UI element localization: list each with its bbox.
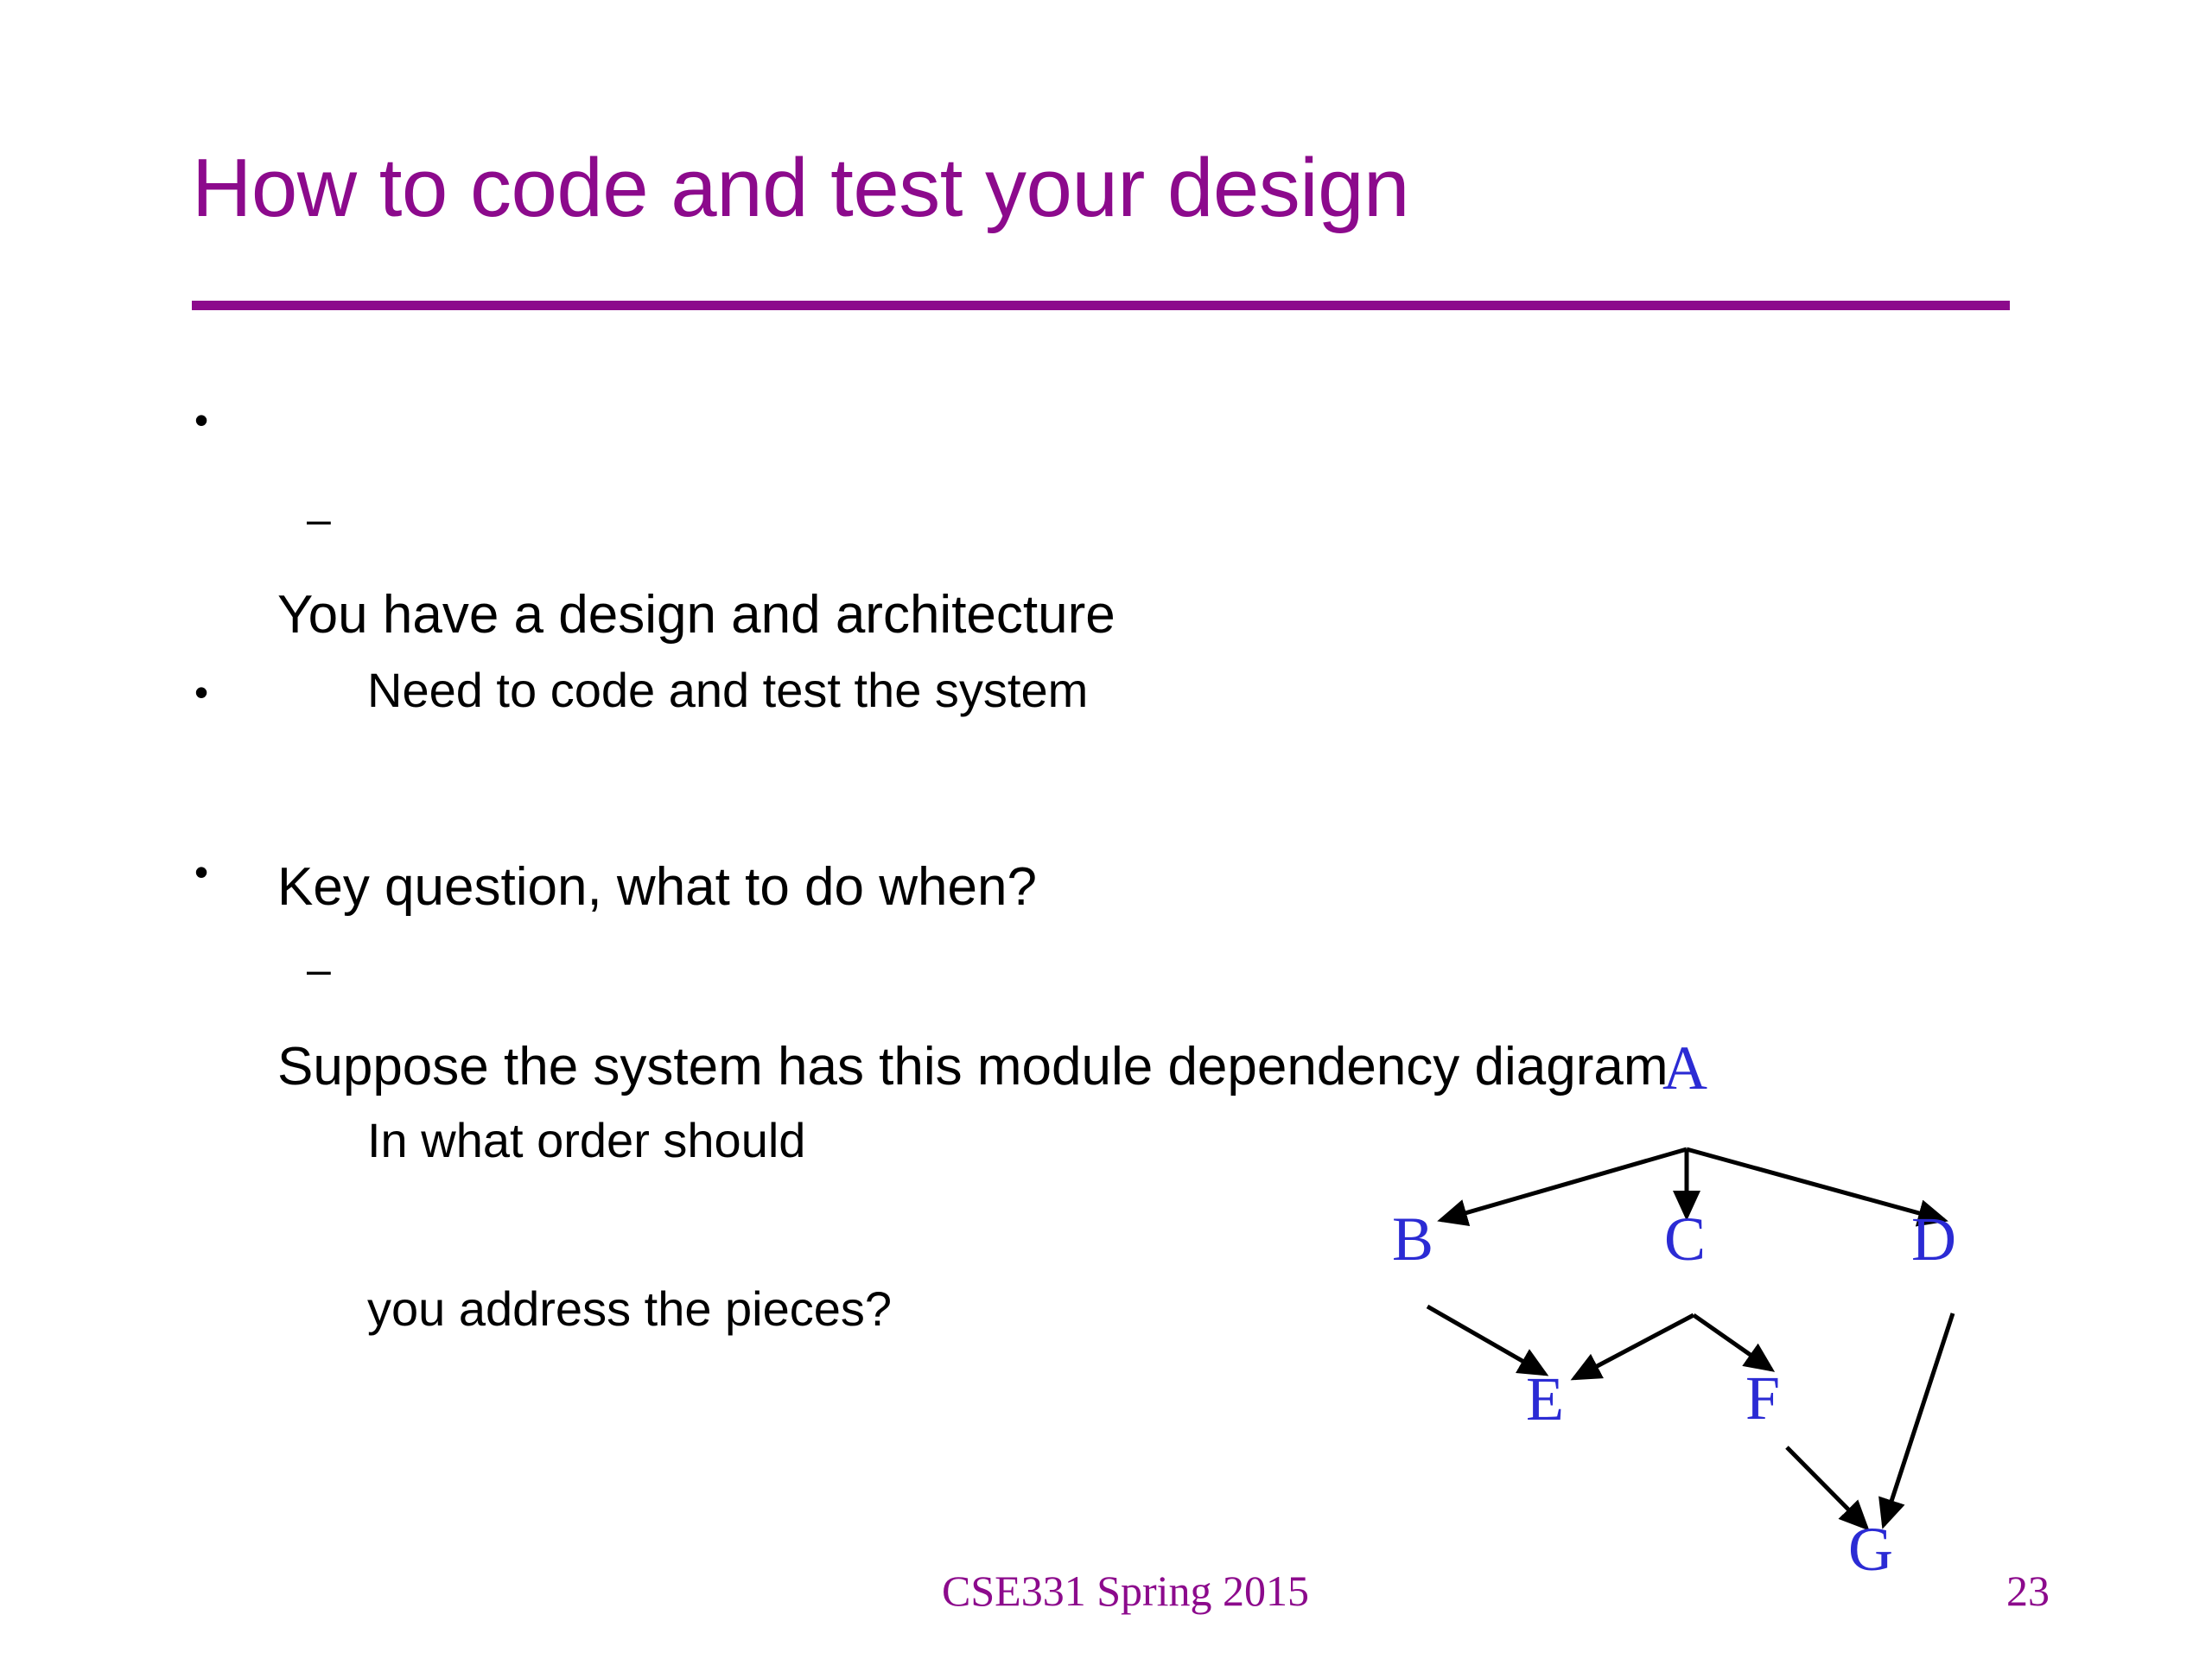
module-dependency-diagram: A B C D E F G — [1348, 1028, 2039, 1599]
edge-c-to-e — [1570, 1313, 1695, 1381]
bullet-text-line1: In what order should — [367, 1112, 806, 1167]
edge-f-to-g — [1785, 1446, 1870, 1531]
bullet-marker-dot: • — [194, 670, 209, 715]
bullet-text: Suppose the system has this module depen… — [277, 1036, 1669, 1096]
diagram-node-g: G — [1848, 1515, 1893, 1584]
bullet-text: Need to code and test the system — [367, 662, 1089, 717]
bullet-text: You have a design and architecture — [277, 584, 1116, 645]
diagram-node-a: A — [1662, 1033, 1707, 1103]
bullet-marker-dash: – — [307, 495, 331, 543]
footer-course-label: CSE331 Spring 2015 — [942, 1567, 1310, 1615]
page-title: How to code and test your design — [192, 142, 1409, 234]
diagram-node-e: E — [1526, 1364, 1564, 1433]
bullet-level1-item: • Key question, what to do when? — [194, 670, 1836, 1042]
edge-a-to-d — [1686, 1147, 1948, 1227]
diagram-node-b: B — [1392, 1205, 1433, 1274]
bullet-level2-item: – Need to code and test the system — [307, 494, 1862, 831]
bullet-level1-item: • Suppose the system has this module dep… — [194, 849, 2009, 1222]
diagram-node-d: D — [1911, 1205, 1956, 1274]
edge-c-to-f — [1692, 1313, 1776, 1372]
diagram-node-f: F — [1745, 1363, 1780, 1433]
diagram-node-c: C — [1664, 1205, 1706, 1274]
bullet-marker-dot: • — [194, 397, 209, 442]
bullet-level2-item: – In what order should you address the p… — [307, 944, 1257, 1450]
bullet-text: Key question, what to do when? — [277, 856, 1037, 917]
bullet-level1-item: • You have a design and architecture — [194, 397, 1836, 770]
edge-a-to-b — [1437, 1147, 1688, 1227]
edge-b-to-e — [1426, 1304, 1549, 1376]
title-underline-rule — [192, 301, 2010, 310]
edge-d-to-g — [1878, 1313, 1955, 1529]
slide-page-number: 23 — [2006, 1567, 2050, 1615]
bullet-marker-dot: • — [194, 849, 209, 894]
bullet-marker-dash: – — [307, 945, 331, 994]
bullet-text-line2: you address the pieces? — [367, 1281, 893, 1336]
